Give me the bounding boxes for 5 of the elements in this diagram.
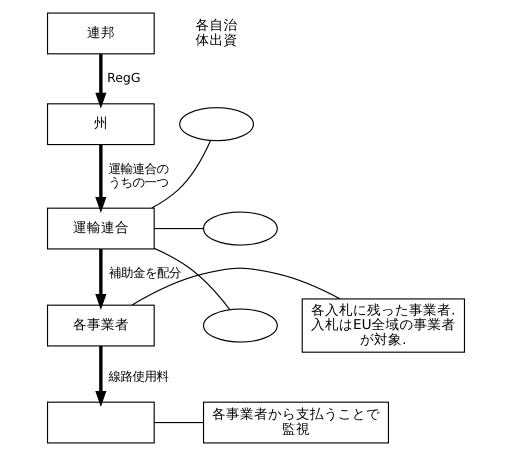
edge-label: 補助金を配分	[108, 265, 181, 280]
edge-label: 線路使用料	[108, 368, 169, 384]
edge-label: RegG	[107, 70, 141, 85]
edge-label: 運輸連合のうちの一つ	[108, 160, 169, 190]
label: 各自治体出資	[196, 18, 238, 48]
